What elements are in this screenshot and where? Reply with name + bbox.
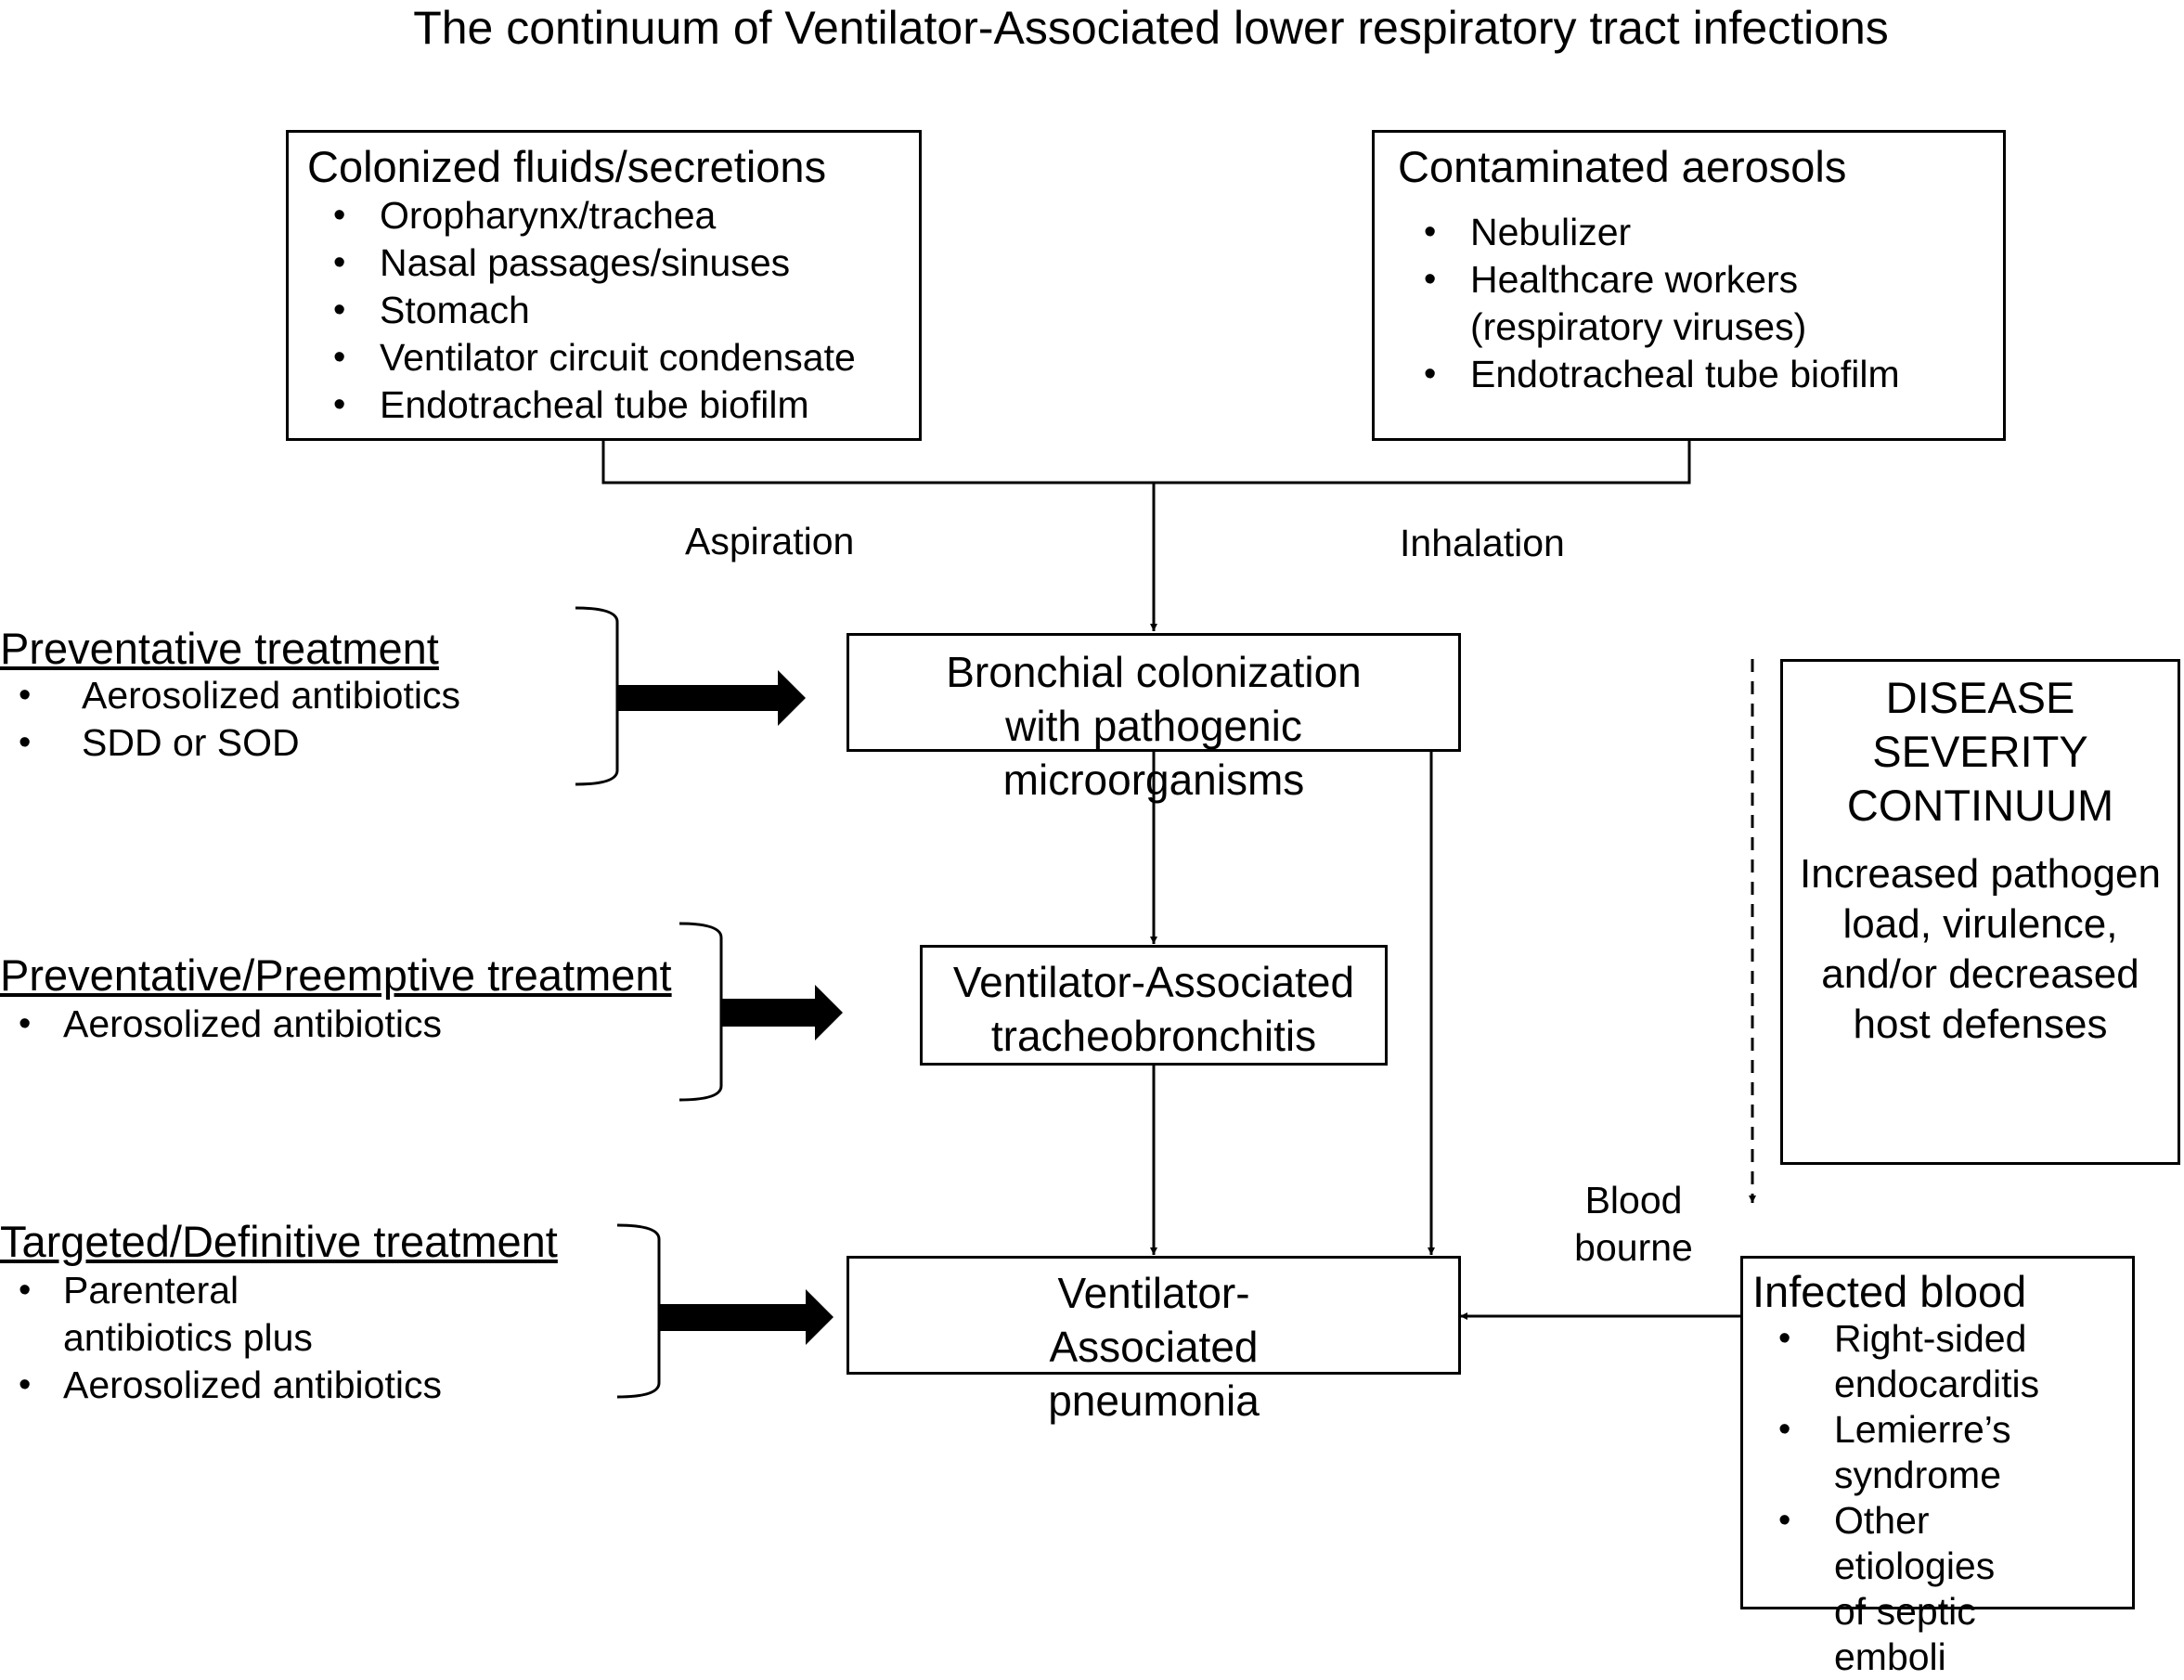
targeted-treatment-list: Parenteral antibiotics plus Aerosolized … bbox=[0, 1267, 483, 1409]
contaminated-aerosols-list: Nebulizer Healthcare workers (respirator… bbox=[1398, 209, 1984, 398]
thick-arrow-preemptive bbox=[721, 985, 843, 1040]
pneumonia-box: Ventilator-Associated pneumonia bbox=[846, 1256, 1461, 1425]
list-item: Ventilator circuit condensate bbox=[307, 334, 919, 381]
targeted-treatment-heading: Targeted/Definitive treatment bbox=[0, 1217, 558, 1266]
colonized-fluids-box: Colonized fluids/secretions Oropharynx/t… bbox=[286, 130, 922, 441]
list-item: Nasal passages/sinuses bbox=[307, 239, 919, 287]
colonized-fluids-list: Oropharynx/trachea Nasal passages/sinuse… bbox=[307, 192, 919, 429]
contaminated-aerosols-heading: Contaminated aerosols bbox=[1398, 142, 1847, 191]
disease-severity-box: DISEASE SEVERITY CONTINUUM Increased pat… bbox=[1780, 659, 2180, 1165]
list-item: SDD or SOD bbox=[0, 719, 460, 767]
bracket-preventative bbox=[575, 606, 619, 786]
list-item: Parenteral antibiotics plus bbox=[0, 1267, 360, 1362]
list-item: Aerosolized antibiotics bbox=[0, 672, 460, 719]
infected-blood-list: Right-sided endocarditis Lemierre’s synd… bbox=[1752, 1316, 2039, 1680]
disease-severity-description: Increased pathogen load, virulence, and/… bbox=[1800, 851, 2161, 1047]
thick-arrow-preventative bbox=[617, 670, 806, 726]
diagram-title: The continuum of Ventilator-Associated l… bbox=[413, 2, 1889, 54]
bracket-preemptive bbox=[678, 922, 723, 1102]
source-merge-line bbox=[601, 441, 1691, 485]
preventative-treatment-list: Aerosolized antibiotics SDD or SOD bbox=[0, 672, 460, 767]
preventative-treatment-heading: Preventative treatment bbox=[0, 624, 439, 673]
preemptive-treatment-list: Aerosolized antibiotics bbox=[0, 1001, 672, 1048]
route-aspiration: Aspiration bbox=[685, 520, 855, 562]
preemptive-treatment-heading: Preventative/Preemptive treatment bbox=[0, 950, 672, 1000]
infected-blood-heading: Infected blood bbox=[1752, 1267, 2027, 1316]
connector-layer bbox=[575, 441, 1756, 1399]
preventative-treatment: Preventative treatment Aerosolized antib… bbox=[0, 624, 460, 767]
list-item: Healthcare workers (respiratory viruses) bbox=[1398, 256, 1842, 351]
disease-severity-heading: DISEASE SEVERITY CONTINUUM bbox=[1846, 673, 2114, 830]
colonized-fluids-heading: Colonized fluids/secretions bbox=[307, 142, 827, 191]
route-inhalation: Inhalation bbox=[1400, 522, 1565, 564]
contaminated-aerosols-box: Contaminated aerosols Nebulizer Healthca… bbox=[1372, 130, 2006, 441]
list-item: Other etiologies of septic emboli bbox=[1752, 1498, 2031, 1680]
list-item: Right-sided endocarditis bbox=[1752, 1316, 2039, 1407]
list-item: Nebulizer bbox=[1398, 209, 1984, 256]
thick-arrow-targeted bbox=[659, 1289, 834, 1345]
list-item: Aerosolized antibiotics bbox=[0, 1001, 672, 1048]
route-blood-bourne: Blood bourne bbox=[1574, 1179, 1693, 1269]
list-item: Oropharynx/trachea bbox=[307, 192, 919, 239]
bracket-targeted bbox=[616, 1223, 661, 1399]
tracheobronchitis-box: Ventilator-Associated tracheobronchitis bbox=[920, 945, 1388, 1066]
preemptive-treatment: Preventative/Preemptive treatment Aeroso… bbox=[0, 950, 672, 1048]
list-item: Lemierre’s syndrome bbox=[1752, 1407, 2057, 1498]
list-item: Endotracheal tube biofilm bbox=[1398, 351, 1984, 398]
list-item: Endotracheal tube biofilm bbox=[307, 381, 919, 429]
targeted-treatment: Targeted/Definitive treatment Parenteral… bbox=[0, 1217, 558, 1409]
list-item: Aerosolized antibiotics bbox=[0, 1362, 483, 1409]
bronchial-colonization-box: Bronchial colonization with pathogenic m… bbox=[846, 633, 1461, 804]
list-item: Stomach bbox=[307, 287, 919, 334]
infected-blood-box: Infected blood Right-sided endocarditis … bbox=[1740, 1256, 2135, 1678]
